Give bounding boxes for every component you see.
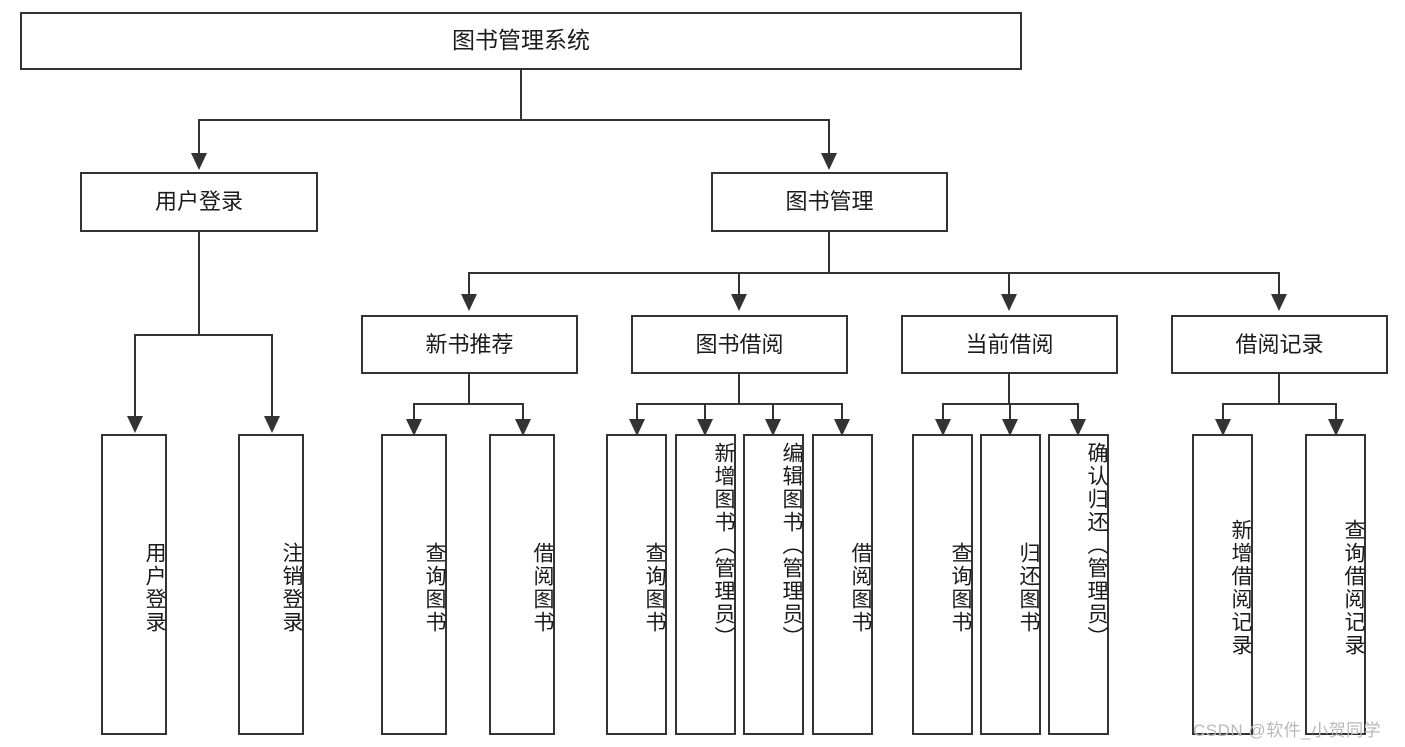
arrowhead-user-login-leaf-2	[264, 416, 280, 433]
leaf-current-borrow-return[interactable]: 归还图书	[980, 434, 1041, 735]
connector-current-borrow-to-leaf-3	[1077, 403, 1079, 421]
leaf-label: 借阅图书	[531, 541, 554, 634]
connector-user-login-to-leaf-1	[134, 334, 136, 418]
leaf-label: 编辑图书（管理员）	[780, 442, 803, 649]
leaf-borrow-record-add[interactable]: 新增借阅记录	[1192, 434, 1253, 735]
connector-book-borrow-to-leaf-3	[772, 403, 774, 421]
connector-book-manage-to-lvl3-3	[1008, 272, 1010, 296]
node-label: 新书推荐	[425, 331, 514, 357]
leaf-label: 查询图书	[423, 541, 446, 634]
arrowhead-user-login-leaf-1	[127, 416, 143, 433]
arrowhead-root-to-user-login	[191, 153, 207, 170]
leaf-label: 新增图书（管理员）	[712, 442, 735, 649]
arrowhead-book-borrow-leaf-4	[834, 419, 850, 436]
arrowhead-book-borrow-leaf-3	[765, 419, 781, 436]
leaf-current-borrow-confirm[interactable]: 确认归还（管理员）	[1048, 434, 1109, 735]
connector-book-borrow-stem	[738, 374, 740, 404]
connector-book-manage-to-lvl3-4	[1278, 272, 1280, 296]
leaf-book-borrow-borrow[interactable]: 借阅图书	[812, 434, 873, 735]
leaf-user-login-login[interactable]: 用户登录	[101, 434, 167, 735]
arrowhead-lvl3-borrow-record	[1271, 294, 1287, 311]
connector-current-borrow-stem	[1008, 374, 1010, 404]
node-book-borrow[interactable]: 图书借阅	[631, 315, 848, 374]
node-user-login[interactable]: 用户登录	[80, 172, 318, 232]
node-borrow-record[interactable]: 借阅记录	[1171, 315, 1388, 374]
arrowhead-current-borrow-leaf-3	[1070, 419, 1086, 436]
connector-borrow-record-stem	[1278, 374, 1280, 404]
node-root-system[interactable]: 图书管理系统	[20, 12, 1022, 70]
connector-new-book-to-leaf-2	[522, 403, 524, 421]
watermark-text: CSDN @软件_小贺同学	[1193, 721, 1382, 740]
connector-current-borrow-to-leaf-1	[942, 403, 944, 421]
leaf-label: 新增借阅记录	[1229, 518, 1252, 657]
leaf-label: 查询图书	[643, 541, 666, 634]
node-label: 用户登录	[154, 189, 243, 215]
leaf-label: 确认归还（管理员）	[1085, 442, 1108, 649]
leaf-label: 借阅图书	[849, 541, 872, 634]
connector-new-book-stem	[468, 374, 470, 404]
node-label: 图书管理	[785, 189, 874, 215]
leaf-borrow-record-query[interactable]: 查询借阅记录	[1305, 434, 1366, 735]
connector-book-borrow-to-leaf-2	[704, 403, 706, 421]
connector-user-login-bus	[134, 334, 272, 336]
connector-book-manage-bus	[468, 272, 1280, 274]
arrowhead-book-borrow-leaf-1	[629, 419, 645, 436]
node-current-borrow[interactable]: 当前借阅	[901, 315, 1118, 374]
connector-book-manage-to-lvl3-2	[738, 272, 740, 296]
connector-new-book-to-leaf-1	[413, 403, 415, 421]
leaf-current-borrow-query[interactable]: 查询图书	[912, 434, 973, 735]
arrowhead-book-borrow-leaf-2	[697, 419, 713, 436]
arrowhead-new-book-leaf-1	[406, 419, 422, 436]
leaf-book-borrow-edit[interactable]: 编辑图书（管理员）	[743, 434, 804, 735]
leaf-book-borrow-add[interactable]: 新增图书（管理员）	[675, 434, 736, 735]
connector-borrow-record-bus	[1222, 403, 1336, 405]
connector-book-borrow-bus	[636, 403, 842, 405]
connector-root-bus	[198, 119, 830, 121]
node-label: 当前借阅	[965, 331, 1054, 357]
arrowhead-lvl3-new-book	[461, 294, 477, 311]
arrowhead-borrow-record-leaf-1	[1215, 419, 1231, 436]
connector-root-to-user-login	[198, 119, 200, 155]
connector-root-to-book-manage	[828, 119, 830, 155]
arrowhead-root-to-book-manage	[821, 153, 837, 170]
connector-root-stem	[520, 70, 522, 120]
connector-user-login-stem	[198, 232, 200, 335]
connector-book-manage-stem	[828, 232, 830, 274]
connector-borrow-record-to-leaf-2	[1335, 403, 1337, 421]
node-label: 借阅记录	[1235, 331, 1324, 357]
leaf-label: 归还图书	[1017, 541, 1040, 634]
arrowhead-current-borrow-leaf-2	[1002, 419, 1018, 436]
leaf-label: 查询借阅记录	[1342, 518, 1365, 657]
leaf-label: 查询图书	[949, 541, 972, 634]
connector-current-borrow-to-leaf-2	[1009, 403, 1011, 421]
connector-borrow-record-to-leaf-1	[1222, 403, 1224, 421]
arrowhead-current-borrow-leaf-1	[935, 419, 951, 436]
connector-book-manage-to-lvl3-1	[468, 272, 470, 296]
leaf-new-book-borrow[interactable]: 借阅图书	[489, 434, 555, 735]
connector-book-borrow-to-leaf-4	[841, 403, 843, 421]
node-label: 图书借阅	[695, 331, 784, 357]
leaf-book-borrow-query[interactable]: 查询图书	[606, 434, 667, 735]
leaf-new-book-query[interactable]: 查询图书	[381, 434, 447, 735]
connector-book-borrow-to-leaf-1	[636, 403, 638, 421]
node-book-management[interactable]: 图书管理	[711, 172, 948, 232]
connector-new-book-bus	[413, 403, 523, 405]
arrowhead-lvl3-current-borrow	[1001, 294, 1017, 311]
arrowhead-borrow-record-leaf-2	[1328, 419, 1344, 436]
leaf-user-login-logout[interactable]: 注销登录	[238, 434, 304, 735]
node-label: 图书管理系统	[452, 27, 590, 54]
node-new-book-recommend[interactable]: 新书推荐	[361, 315, 578, 374]
leaf-label: 用户登录	[143, 541, 166, 634]
arrowhead-new-book-leaf-2	[515, 419, 531, 436]
arrowhead-lvl3-book-borrow	[731, 294, 747, 311]
leaf-label: 注销登录	[280, 541, 303, 634]
connector-user-login-to-leaf-2	[271, 334, 273, 418]
